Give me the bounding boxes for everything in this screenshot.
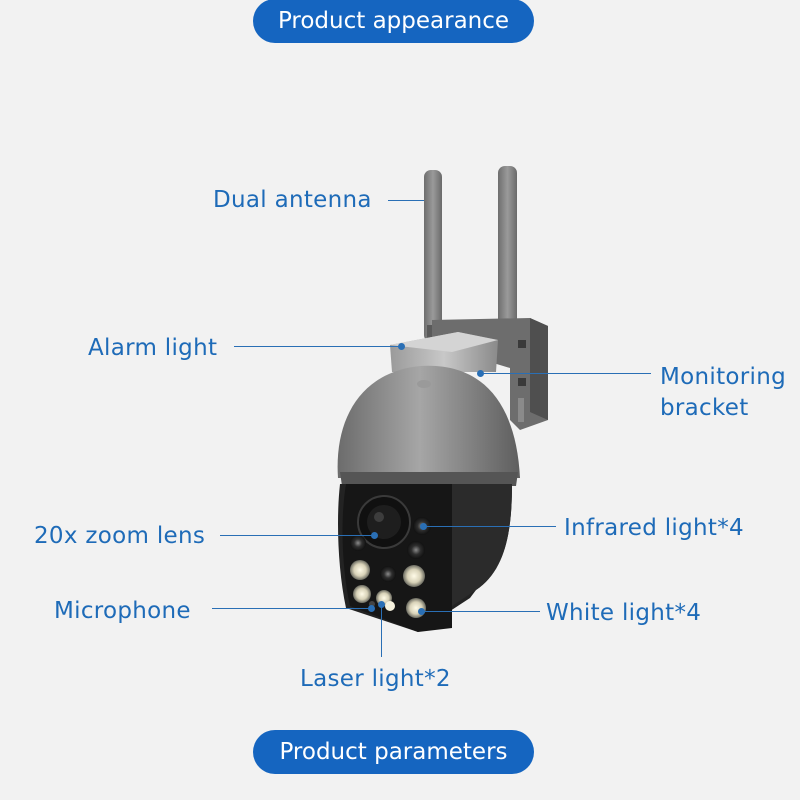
label-monitoring-bracket: Monitoring bracket	[660, 364, 786, 421]
leader-white-light	[422, 611, 540, 612]
section-title-appearance: Product appearance	[253, 0, 534, 43]
leader-dot-laser-light	[378, 601, 385, 608]
label-dual-antenna: Dual antenna	[213, 187, 372, 213]
label-white-light: White light*4	[546, 600, 702, 626]
leader-laser-light	[381, 605, 382, 657]
leader-monitoring-bracket	[481, 373, 651, 374]
alarm-light-housing	[390, 332, 498, 372]
leader-infrared-light	[424, 526, 556, 527]
section-title-parameters: Product parameters	[253, 730, 534, 774]
leader-zoom-lens	[220, 535, 374, 536]
label-alarm-light: Alarm light	[88, 335, 218, 361]
dome-housing	[337, 365, 520, 486]
leader-dot-monitoring-bracket	[477, 370, 484, 377]
label-zoom-lens: 20x zoom lens	[34, 523, 206, 549]
leader-dot-alarm-light	[398, 343, 405, 350]
leader-dot-zoom-lens	[371, 532, 378, 539]
leader-alarm-light	[234, 346, 402, 347]
leader-dot-microphone	[368, 605, 375, 612]
label-infrared-light: Infrared light*4	[564, 515, 744, 541]
leader-dual-antenna	[388, 200, 424, 201]
label-laser-light: Laser light*2	[300, 666, 451, 692]
label-microphone: Microphone	[54, 598, 191, 624]
leader-dot-infrared-light	[420, 523, 427, 530]
leader-dot-white-light	[418, 608, 425, 615]
leader-microphone	[212, 608, 372, 609]
camera-head	[338, 484, 512, 632]
